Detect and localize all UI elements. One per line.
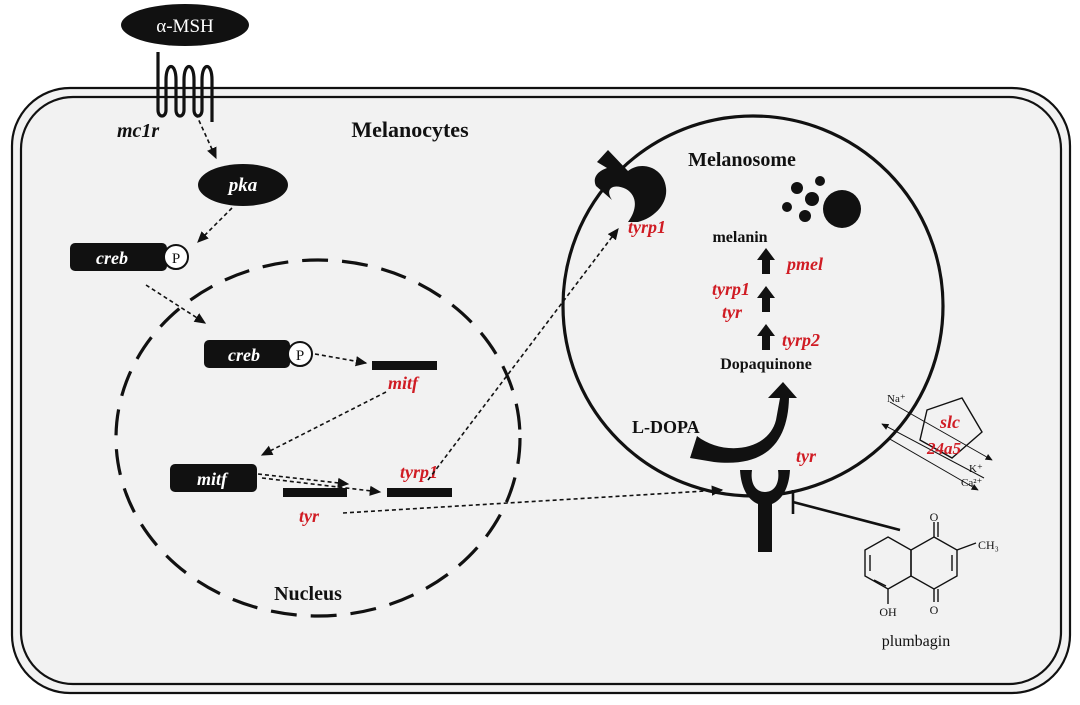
calcium-ion-label: Ca²⁺ [961, 477, 983, 489]
creb-nucleus-node: creb P [204, 340, 313, 368]
melanin-label: melanin [712, 229, 767, 246]
tyr-membrane-protein [740, 470, 901, 552]
mitf-gene-label: mitf [388, 373, 420, 393]
tyrp1-gene-bar [387, 488, 452, 497]
curved-arrow-ldopa [690, 382, 797, 463]
hydroxyl-label: OH [879, 605, 897, 619]
nucleus-label: Nucleus [274, 583, 342, 605]
tyr-enzyme-label: tyr [722, 302, 743, 322]
melanin-granules [782, 176, 861, 228]
alpha-msh-ligand: α-MSH [121, 4, 249, 46]
slc24a5-transporter [881, 397, 993, 491]
creb-cytoplasm-node: creb P [70, 243, 189, 271]
alpha-msh-label: α-MSH [156, 16, 214, 37]
ldopa-label: L-DOPA [632, 417, 700, 437]
mc1r-receptor [156, 52, 214, 122]
creb-nucleus-phospho: P [296, 348, 304, 364]
tyrp1-membrane-protein [594, 150, 667, 222]
potassium-ion-label: K⁺ [969, 463, 983, 475]
carbonyl-bottom-label: O [930, 603, 939, 617]
tyrp2-label: tyrp2 [782, 330, 820, 350]
tyrp1-enzyme-label: tyrp1 [712, 279, 750, 299]
arrow-pmel [757, 248, 775, 274]
arrow-tyrp1 [757, 286, 775, 312]
nucleus-envelope [114, 258, 522, 618]
mitf-protein-node: mitf [170, 464, 257, 492]
signaling-arrows [145, 113, 724, 514]
pka-label: pka [227, 175, 258, 196]
mitf-gene-bar [372, 361, 437, 370]
arrow-tyrp2 [757, 324, 775, 350]
mc1r-label: mc1r [117, 120, 159, 142]
tyr-gene-bar [283, 488, 347, 497]
creb-cytoplasm-label: creb [96, 248, 128, 268]
pathway-arrows [690, 248, 797, 463]
mitf-protein-label: mitf [197, 469, 229, 489]
tyr-gene-label: tyr [299, 506, 320, 526]
tyr-protein-label: tyr [796, 446, 817, 466]
cell-title: Melanocytes [351, 117, 469, 142]
plumbagin-label: plumbagin [882, 633, 950, 650]
sodium-ion-label: Na⁺ [887, 393, 906, 405]
plumbagin-structure [864, 522, 977, 604]
pka-node: pka [198, 164, 288, 206]
slc-label-bottom: 24a5 [926, 439, 962, 458]
creb-cytoplasm-phospho: P [172, 251, 180, 267]
melanosome-label: Melanosome [688, 149, 796, 171]
tyrp1-protein-label: tyrp1 [628, 217, 666, 237]
methyl-label: CH₃ [978, 538, 999, 552]
carbonyl-top-label: O [930, 510, 939, 524]
slc-label-top: slc [939, 412, 960, 432]
cell-membrane [10, 86, 1072, 695]
dopaquinone-label: Dopaquinone [720, 356, 812, 373]
pmel-label: pmel [785, 254, 823, 274]
tyrp1-gene-label: tyrp1 [400, 462, 438, 482]
creb-nucleus-label: creb [228, 345, 260, 365]
